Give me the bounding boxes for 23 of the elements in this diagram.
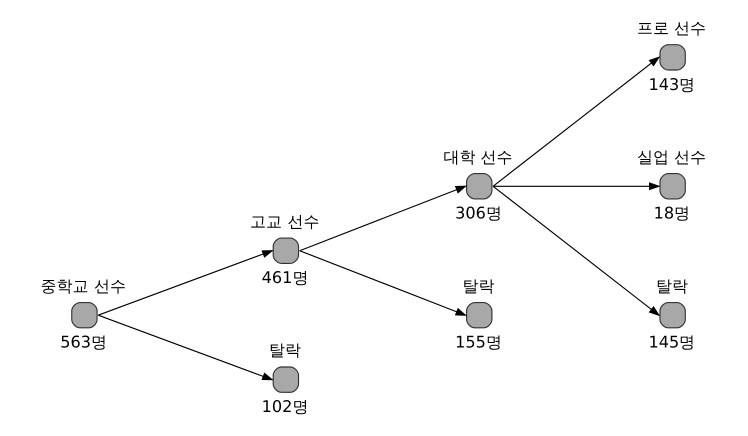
node-label: 461명 <box>261 268 308 287</box>
node-label: 102명 <box>261 396 308 416</box>
node-label: 고교 선수 <box>250 211 319 230</box>
node-label: 탈락 <box>655 276 688 295</box>
arrow <box>492 56 660 186</box>
node-label: 실업 선수 <box>636 146 706 166</box>
node-label: 대학 선수 <box>443 146 512 166</box>
node-label: 탈락 <box>462 276 494 295</box>
node-label: 155명 <box>454 332 502 352</box>
arrow <box>492 182 660 190</box>
arrow <box>98 314 274 380</box>
node-label: 탈락 <box>268 340 301 360</box>
node-label: 306명 <box>454 203 502 222</box>
node-label: 18명 <box>653 203 690 222</box>
node-label: 563명 <box>60 332 106 352</box>
arrow <box>298 185 467 251</box>
arrow <box>492 185 660 316</box>
node-label: 145명 <box>648 332 695 352</box>
node-label: 중학교 선수 <box>40 276 126 295</box>
arrow <box>298 250 467 316</box>
arrow <box>98 250 274 316</box>
node-label: 143명 <box>648 74 695 94</box>
node-label: 프로 선수 <box>636 18 706 37</box>
